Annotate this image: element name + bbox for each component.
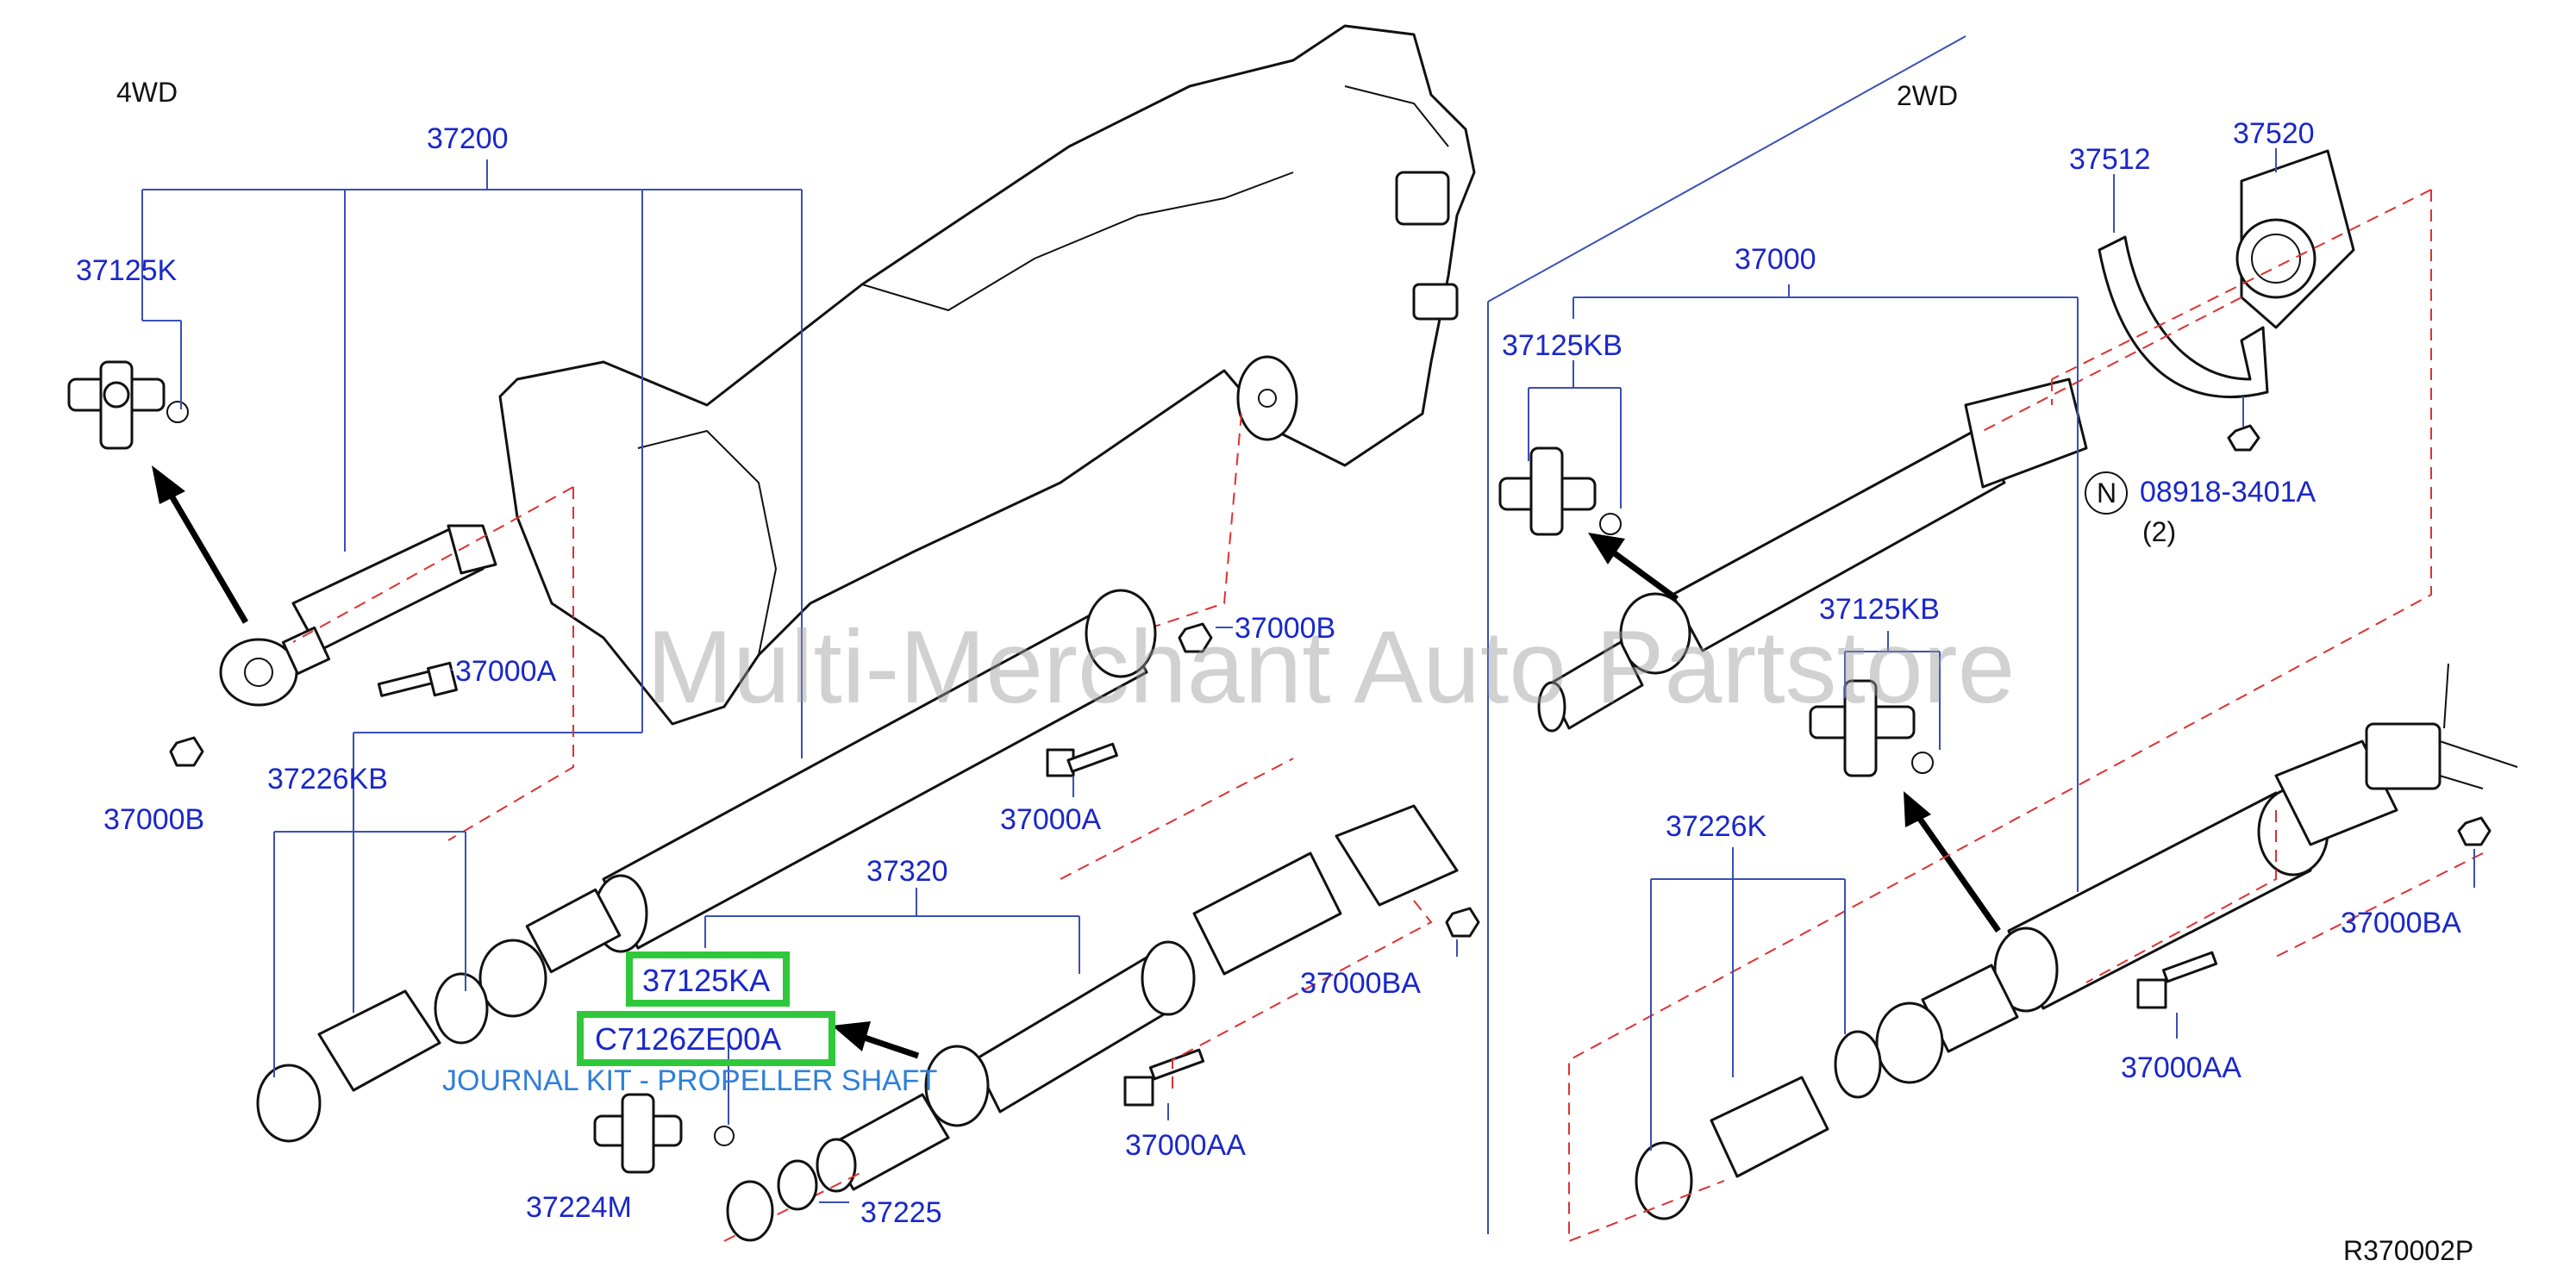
washer-37225-b: [726, 1180, 774, 1242]
label-37000ba-right[interactable]: 37000BA: [2341, 907, 2461, 939]
front-propeller-shaft-4wd: [219, 524, 497, 707]
label-37520[interactable]: 37520: [2233, 117, 2315, 150]
universal-joint-37125kb-mid: [1809, 679, 1934, 777]
propeller-shaft-37320: [816, 804, 1459, 1193]
centerline-right-frame: [1568, 189, 2432, 1243]
journal-kit-caption: JOURNAL KIT - PROPELLER SHAFT: [442, 1064, 937, 1097]
bolt-37000aa-left: [1123, 1048, 1205, 1107]
bolt-37000a-lower: [1046, 742, 1118, 777]
watermark: Multi-Merchant Auto Partstore: [647, 609, 2015, 725]
highlight-box-37125ka: [626, 951, 790, 1007]
leader-37125kb-top: [1528, 360, 1622, 508]
n-symbol: N: [2097, 477, 2116, 508]
bracket-37512: [2098, 235, 2269, 399]
label-37125k[interactable]: 37125K: [76, 254, 178, 287]
leader-37226k: [1650, 847, 1846, 1151]
arrow-to-37125k: [160, 481, 249, 624]
arrow-to-journal-kit: [860, 1033, 920, 1059]
label-37000aa-left[interactable]: 37000AA: [1125, 1129, 1246, 1162]
label-37125kb-mid[interactable]: 37125KB: [1819, 593, 1940, 626]
label-37226kb[interactable]: 37226KB: [267, 763, 388, 795]
universal-joint-37125kb-top: [1498, 446, 1622, 536]
label-37125kb-top[interactable]: 37125KB: [1502, 329, 1623, 362]
transmission-illustration: [498, 24, 1476, 726]
leader-37000: [1572, 284, 2079, 892]
rear-propeller-shaft-4wd: [256, 589, 1157, 1143]
section-title-2wd: 2WD: [1897, 80, 1958, 111]
label-37200[interactable]: 37200: [427, 122, 509, 155]
label-37512[interactable]: 37512: [2069, 143, 2151, 176]
leader-37320: [704, 888, 1080, 1125]
section-title-4wd: 4WD: [116, 77, 178, 108]
universal-joint-37125k: [67, 360, 189, 450]
label-37000b-left[interactable]: 37000B: [103, 803, 204, 836]
label-37225[interactable]: 37225: [860, 1196, 942, 1229]
centerline-left-front: [292, 486, 574, 841]
arrow-head-37125kb-top: [1588, 533, 1625, 565]
label-37000aa-right[interactable]: 37000AA: [2121, 1051, 2241, 1084]
nut-37000ba-right: [2457, 816, 2492, 846]
bolt-37000a: [377, 661, 458, 697]
label-quantity-2: (2): [2142, 516, 2176, 547]
propeller-shaft-37000-front: [1537, 377, 2088, 733]
leader-37200: [141, 159, 803, 758]
label-c7126ze00a[interactable]: C7126ZE00A: [595, 1021, 781, 1057]
washer-37225-a: [777, 1159, 818, 1211]
nut-08918-3401a: [2227, 424, 2260, 452]
journal-cross-37224m: [593, 1093, 683, 1174]
centerline-right-bearing: [1982, 296, 2484, 983]
nut-37000b-right: [1178, 622, 1213, 653]
nut-37000ba-left: [1445, 907, 1480, 938]
label-37000a-lower[interactable]: 37000A: [1000, 803, 1102, 836]
leader-37125kb-mid: [1844, 631, 1941, 750]
highlight-box-c7126ze00a: [577, 1011, 835, 1066]
bolt-37000aa-right: [2136, 951, 2218, 1009]
arrow-head-journal-kit: [832, 1021, 871, 1051]
label-37125ka[interactable]: 37125KA: [642, 963, 770, 998]
label-37000b-right[interactable]: 37000B: [1235, 612, 1335, 645]
nut-37000b-left: [169, 736, 204, 767]
center-bearing-37520: [2235, 149, 2355, 329]
snap-ring-left: [714, 1126, 735, 1146]
label-37320[interactable]: 37320: [866, 855, 948, 888]
arrow-head-37125k: [152, 465, 185, 504]
label-37226k[interactable]: 37226K: [1666, 810, 1767, 843]
label-37224m[interactable]: 37224M: [526, 1191, 632, 1224]
propeller-shaft-37000-rear: [1635, 663, 2518, 1220]
arrow-to-37125kb-top: [1610, 549, 1679, 602]
arrow-head-37125kb-mid: [1904, 791, 1931, 827]
label-08918-3401a[interactable]: 08918-3401A: [2140, 476, 2317, 508]
leader-37226kb: [273, 733, 466, 1077]
diagram-code: R370002P: [2343, 1235, 2473, 1266]
label-37000[interactable]: 37000: [1735, 243, 1816, 276]
section-divider: [1487, 35, 1966, 303]
n-symbol-circle: [2085, 471, 2128, 515]
label-37000a[interactable]: 37000A: [455, 655, 557, 688]
arrow-to-37125kb-mid: [1911, 808, 2001, 933]
label-37000ba-left[interactable]: 37000BA: [1300, 967, 1421, 1000]
